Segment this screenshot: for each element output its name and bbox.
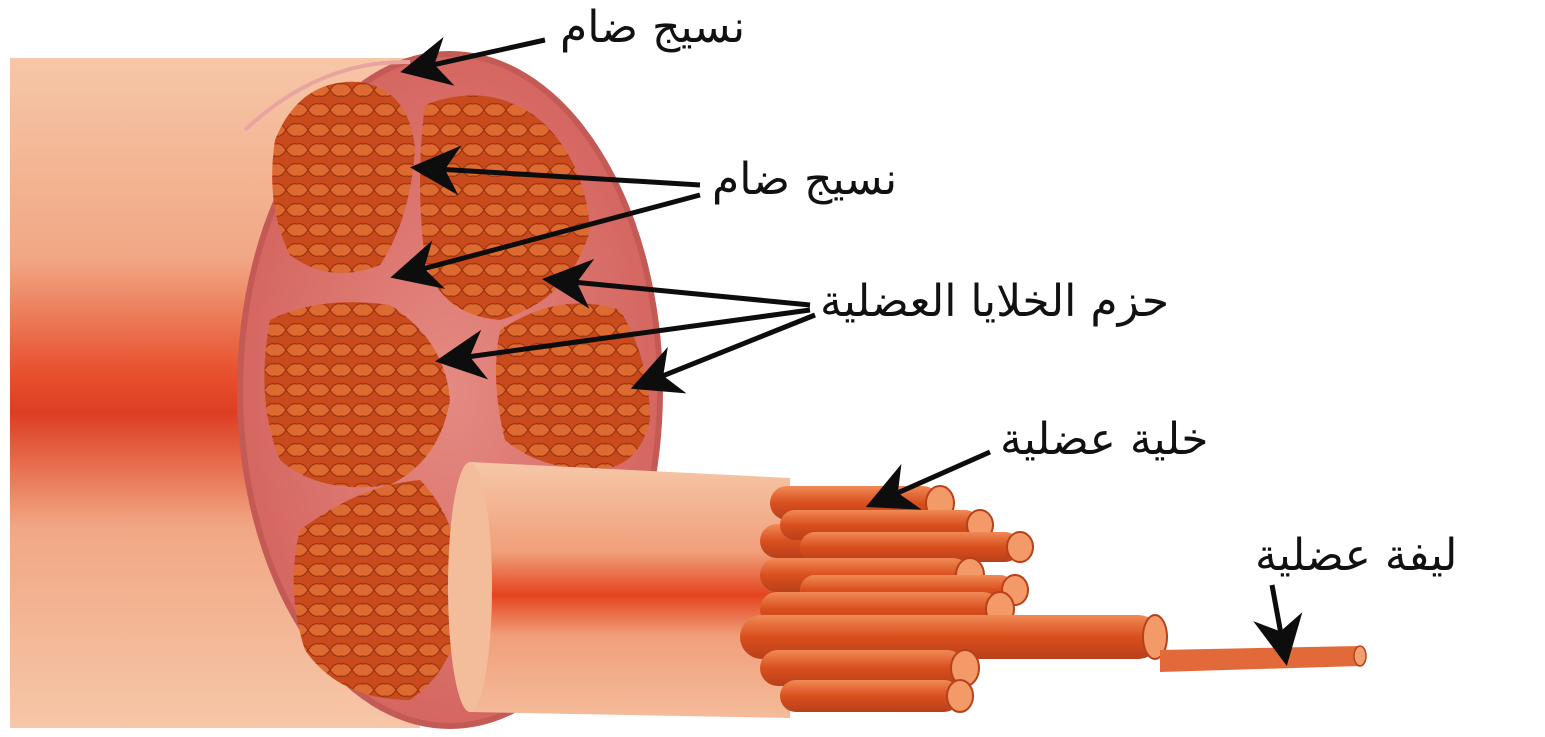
arrow-bundle-3 xyxy=(640,315,815,385)
label-connective-tissue-outer: نسيج ضام xyxy=(560,6,745,50)
label-connective-tissue-inner: نسيج ضام xyxy=(712,158,897,202)
label-myofibril: ليفة عضلية xyxy=(1255,534,1457,578)
label-muscle-bundles: حزم الخلايا العضلية xyxy=(820,280,1169,324)
arrow-myofibril xyxy=(1272,585,1285,656)
muscle-cell xyxy=(448,462,790,718)
label-muscle-cell: خلية عضلية xyxy=(1000,418,1208,462)
fiber-10 xyxy=(780,680,973,712)
fiber-4 xyxy=(800,532,1033,562)
bundle-4 xyxy=(496,303,650,470)
myofibril-strand xyxy=(1160,646,1366,672)
